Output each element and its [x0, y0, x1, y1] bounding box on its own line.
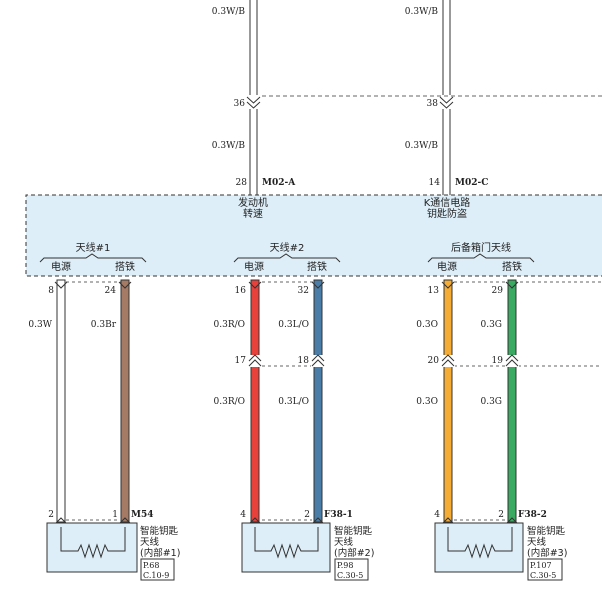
antenna-1-page-ref: P.68	[143, 561, 159, 570]
antenna-2-page-ref-box	[334, 558, 369, 581]
top-wire-2-module-pin: 14	[429, 178, 441, 188]
group-1-bracket	[39, 253, 147, 263]
group-2-splice-power-wire-label: 0.3R/O	[214, 397, 246, 407]
antenna-2-page-ref: P.98	[337, 561, 353, 570]
antenna-2-name-line-3: (内部#2)	[334, 547, 374, 559]
antenna-3-resistor-symbol	[447, 527, 513, 559]
group-3-header: 后备箱门天线 电源 搭铁	[427, 241, 535, 273]
group-2-splice-ground-pin: 18	[298, 356, 310, 366]
antenna-3-name-line-3: (内部#3)	[527, 547, 567, 559]
group-1-ground-wire-label: 0.3Br	[91, 320, 117, 330]
brown-wire	[120, 279, 130, 523]
top-wire-1-upper-label: 0.3W/B	[212, 7, 246, 17]
group-2-title: 天线#2	[270, 241, 305, 254]
group-1-title: 天线#1	[76, 241, 111, 254]
top-wire-1-lower-label: 0.3W/B	[212, 141, 246, 151]
module-function-2-line-2: 钥匙防盗	[427, 207, 467, 220]
antenna-3-page-ref: P.107	[530, 561, 552, 570]
top-wire-1-module-pin: 28	[236, 178, 248, 188]
antenna-3-circuit-ref: C.30-5	[530, 571, 556, 580]
group-1-power-label: 电源	[51, 260, 71, 273]
orange-wire	[443, 279, 453, 523]
group-3-splice-power-pin: 20	[428, 356, 440, 366]
group-3-power-label: 电源	[437, 260, 457, 273]
antenna-3-box	[434, 522, 524, 573]
antenna-component-1: 智能钥匙 天线 (内部#1) P.68 C.10-9	[46, 522, 180, 581]
top-wire-2: 0.3W/B 38 0.3W/B 14 M02-C	[405, 0, 488, 195]
group-1-power-pin: 8	[48, 286, 54, 296]
group-2-splice-ground-wire-label: 0.3L/O	[278, 397, 309, 407]
group-1-bottom-ground-pin: 1	[112, 510, 118, 520]
antenna-1-name-line-1: 智能钥匙	[140, 525, 179, 537]
group-2-power-label: 电源	[244, 260, 264, 273]
antenna-component-3: 智能钥匙 天线 (内部#3) P.107 C.30-5	[434, 522, 567, 581]
group-1-bottom-power-pin: 2	[48, 510, 54, 520]
red-orange-wire	[250, 279, 260, 523]
module-function-1-line-1: 发动机	[238, 196, 268, 209]
group-2-splice-power-pin: 17	[235, 356, 247, 366]
top-wire-2-connector: M02-C	[455, 178, 488, 188]
module-function-1-line-2: 转速	[243, 207, 263, 220]
group-3-wires: 13 29 0.3O 0.3G 20 19 0.3O 0.3G 4 2 F38-…	[416, 279, 547, 525]
antenna-3-name-line-2: 天线	[527, 536, 547, 548]
antenna-component-2: 智能钥匙 天线 (内部#2) P.98 C.30-5	[241, 522, 374, 581]
group-2-power-wire-label: 0.3R/O	[214, 320, 246, 330]
group-3-splice-ground-wire-label: 0.3G	[480, 397, 502, 407]
group-2-connector: F38-1	[324, 510, 353, 520]
antenna-1-circuit-ref: C.10-9	[143, 571, 169, 580]
antenna-2-circuit-ref: C.30-5	[337, 571, 363, 580]
group-1-wires: 8 24 0.3W 0.3Br 2 1 M54	[28, 279, 154, 525]
top-wire-1: 0.3W/B 36 0.3W/B 28 M02-A	[212, 0, 296, 195]
top-wire-1-connector: M02-A	[262, 178, 296, 188]
group-3-power-wire-label: 0.3O	[416, 320, 438, 330]
green-wire	[507, 279, 517, 523]
group-3-title: 后备箱门天线	[451, 241, 511, 254]
group-3-bottom-power-pin: 4	[434, 510, 440, 520]
antenna-1-box	[46, 522, 138, 573]
antenna-1-resistor-symbol	[60, 527, 126, 559]
group-2-bottom-power-pin: 4	[240, 510, 246, 520]
antenna-3-name-line-1: 智能钥匙	[527, 525, 566, 537]
module-function-2-line-1: K通信电路	[424, 196, 471, 209]
antenna-2-box	[241, 522, 331, 573]
group-2-ground-wire-label: 0.3L/O	[278, 320, 309, 330]
group-2-bracket	[233, 253, 341, 263]
group-1-header: 天线#1 电源 搭铁	[39, 241, 147, 273]
antenna-2-name-line-1: 智能钥匙	[334, 525, 373, 537]
antenna-1-page-ref-box	[140, 558, 175, 581]
top-wire-2-lower-label: 0.3W/B	[405, 141, 439, 151]
group-2-wires: 16 32 0.3R/O 0.3L/O 17 18 0.3R/O 0.3L/O …	[214, 279, 353, 525]
blue-orange-wire	[313, 279, 323, 523]
top-wire-2-junction-pin: 38	[427, 99, 439, 109]
smart-key-module-box	[25, 194, 602, 277]
group-3-bracket	[427, 253, 535, 263]
antenna-1-name-line-2: 天线	[140, 536, 160, 548]
group-3-ground-wire-label: 0.3G	[480, 320, 502, 330]
group-3-splice-power-wire-label: 0.3O	[416, 397, 438, 407]
group-2-ground-pin: 32	[298, 286, 309, 296]
group-2-power-pin: 16	[235, 286, 247, 296]
group-1-connector: M54	[131, 510, 154, 520]
group-2-ground-label: 搭铁	[307, 260, 327, 273]
group-1-ground-label: 搭铁	[115, 260, 135, 273]
group-1-power-wire-label: 0.3W	[28, 320, 52, 330]
group-3-ground-label: 搭铁	[502, 260, 522, 273]
antenna-2-resistor-symbol	[254, 527, 319, 559]
white-wire	[56, 279, 66, 523]
group-2-header: 天线#2 电源 搭铁	[233, 241, 341, 273]
group-3-ground-pin: 29	[492, 286, 504, 296]
antenna-1-name-line-3: (内部#1)	[140, 547, 180, 559]
antenna-2-name-line-2: 天线	[334, 536, 354, 548]
group-3-splice-ground-pin: 19	[492, 356, 504, 366]
group-3-power-pin: 13	[428, 286, 440, 296]
group-3-connector: F38-2	[518, 510, 547, 520]
top-wire-1-junction-pin: 36	[234, 99, 246, 109]
antenna-3-page-ref-box	[527, 558, 563, 581]
group-2-bottom-ground-pin: 2	[304, 510, 310, 520]
group-3-bottom-ground-pin: 2	[498, 510, 504, 520]
group-1-ground-pin: 24	[105, 286, 117, 296]
top-wire-2-upper-label: 0.3W/B	[405, 7, 439, 17]
